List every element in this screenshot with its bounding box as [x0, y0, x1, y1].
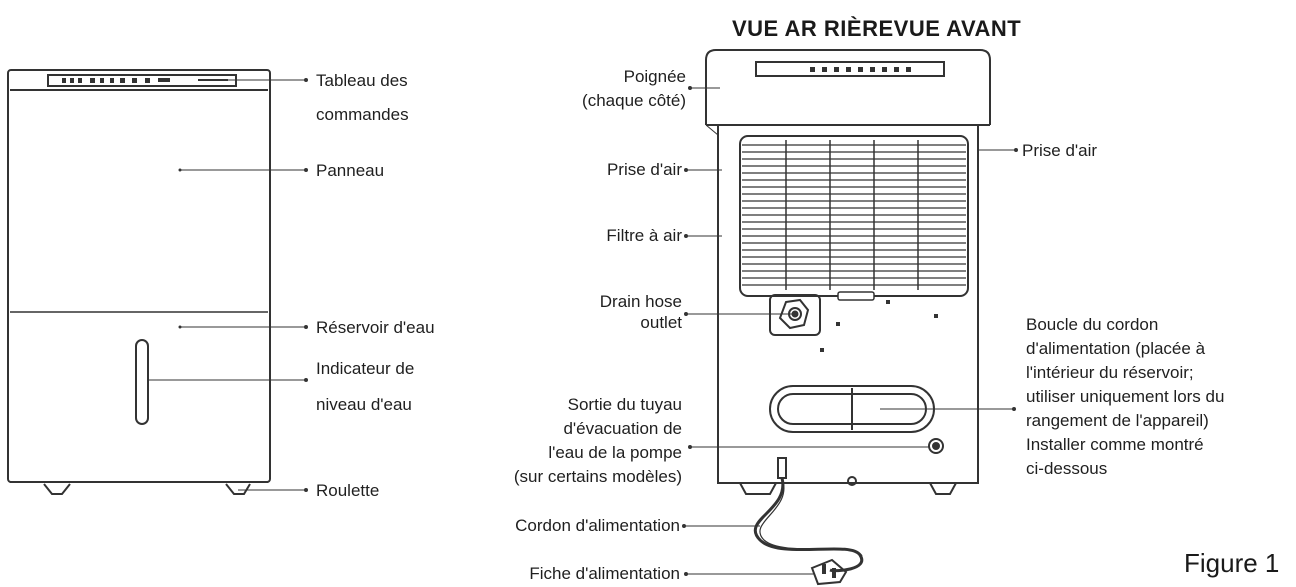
- label-water-level-line1: Indicateur de: [316, 359, 415, 378]
- rear-casters: [739, 476, 957, 495]
- label-cord-loop-line6: Installer comme montré: [1026, 435, 1204, 454]
- label-pump-line4: (sur certains modèles): [513, 467, 682, 486]
- label-drain-line1: Drain hose: [599, 292, 682, 311]
- water-level-window: [135, 339, 149, 425]
- grille-slats: [742, 144, 966, 286]
- page-title: VUE AR RIÈREVUE AVANT: [732, 16, 1022, 41]
- rear-leader-lines: [684, 87, 1016, 575]
- label-cord-loop-line3: l'intérieur du réservoir;: [1026, 363, 1194, 382]
- label-cord-loop-line1: Boucle du cordon: [1026, 315, 1159, 334]
- label-handle-line1: Poignée: [623, 67, 686, 86]
- label-pump-line1: Sortie du tuyau: [567, 395, 682, 414]
- power-plug: [810, 558, 848, 586]
- label-air-filter: Filtre à air: [606, 226, 682, 245]
- label-power-cord: Cordon d'alimentation: [515, 516, 680, 535]
- label-caster: Roulette: [316, 481, 380, 500]
- front-unit: [7, 69, 271, 483]
- front-casters: [43, 483, 251, 495]
- rear-unit: [705, 49, 991, 484]
- label-control-panel-line1: Tableau des: [316, 71, 408, 90]
- label-air-intake-right: Prise d'air: [1022, 141, 1098, 160]
- label-plug: Fiche d'alimentation: [529, 564, 680, 583]
- label-drain-line2: outlet: [640, 313, 682, 332]
- label-pump-line2: d'évacuation de: [563, 419, 682, 438]
- label-control-panel-line2: commandes: [316, 105, 409, 124]
- label-panel: Panneau: [316, 161, 385, 180]
- label-water-tank: Réservoir d'eau: [316, 318, 435, 337]
- pump-outlet: [928, 438, 944, 454]
- label-water-level-line2: niveau d'eau: [316, 395, 412, 414]
- figure-label: Figure 1: [1184, 548, 1280, 578]
- front-leader-lines: [148, 79, 306, 491]
- label-cord-loop-line2: d'alimentation (placée à: [1026, 339, 1206, 358]
- label-handle-line2: (chaque côté): [582, 91, 686, 110]
- label-pump-line3: l'eau de la pompe: [548, 443, 682, 462]
- label-air-intake-left: Prise d'air: [606, 160, 682, 179]
- power-cord: [753, 457, 864, 573]
- label-cord-loop-line5: rangement de l'appareil): [1026, 411, 1209, 430]
- label-cord-loop-line4: utiliser uniquement lors du: [1026, 387, 1225, 406]
- air-filter-grille: [739, 135, 969, 297]
- drain-outlet: [769, 294, 821, 336]
- label-cord-loop-line7: ci-dessous: [1026, 459, 1108, 478]
